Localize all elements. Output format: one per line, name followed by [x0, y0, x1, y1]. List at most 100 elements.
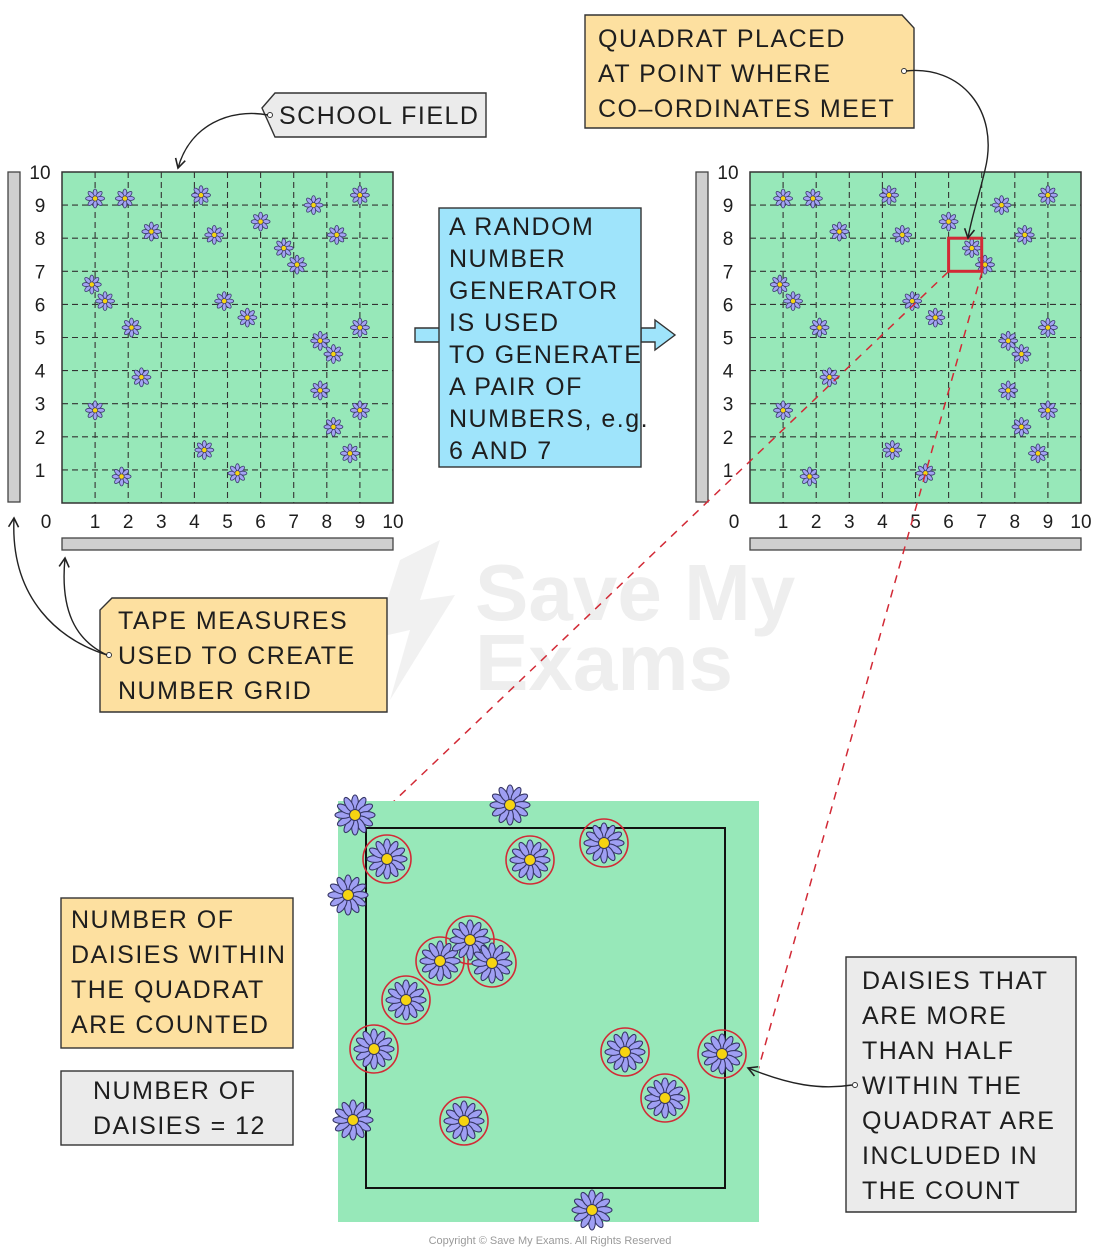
y-tick-label: 1	[723, 461, 734, 482]
y-tick-label: 4	[723, 362, 734, 383]
daisy	[114, 188, 135, 209]
x-tick-label: 5	[910, 512, 921, 533]
counted-line-4: ARE COUNTED	[71, 1011, 269, 1039]
generator-line-2: NUMBER	[449, 245, 566, 273]
quadrat-placed-label: QUADRAT PLACED AT POINT WHERE CO–ORDINAT…	[584, 14, 989, 240]
daisy	[204, 224, 225, 245]
x-tick-label: 7	[288, 512, 299, 533]
daisy	[991, 195, 1012, 216]
daisy	[998, 380, 1019, 401]
generator-line-8: 6 AND 7	[449, 437, 553, 465]
counted-daisy-ring	[467, 938, 517, 988]
generator-line-6: A PAIR OF	[449, 373, 583, 401]
counted-daisy-ring	[579, 818, 629, 868]
y-tick-label: 8	[723, 229, 734, 250]
y-tick-label: 2	[35, 428, 46, 449]
daisy	[310, 380, 331, 401]
process-arrow	[414, 318, 677, 352]
daisy	[273, 238, 294, 259]
daisy	[925, 307, 946, 328]
quadrat-placed-line-3: CO–ORDINATES MEET	[598, 95, 895, 123]
counted-daisy-ring	[349, 1024, 399, 1074]
x-tick-label: 4	[189, 512, 200, 533]
daisy	[95, 291, 115, 311]
generator-line-7: NUMBERS, e.g.	[449, 405, 649, 433]
daisy	[882, 440, 903, 460]
y-tick-label: 7	[723, 262, 734, 283]
half-line-7: THE COUNT	[862, 1177, 1021, 1205]
daisy	[349, 400, 370, 421]
counted-daisy-ring	[505, 835, 555, 885]
copyright-text: Copyright © Save My Exams. All Rights Re…	[429, 1235, 672, 1247]
tape-line-1: TAPE MEASURES	[118, 607, 348, 635]
vertical-tape-measure	[695, 171, 709, 503]
counted-daisy-ring	[381, 975, 431, 1025]
half-line-2: ARE MORE	[862, 1002, 1007, 1030]
y-tick-label: 9	[723, 196, 734, 217]
half-line-6: INCLUDED IN	[862, 1142, 1038, 1170]
watermark-line-1: Save My	[475, 548, 796, 637]
daisy	[915, 463, 936, 484]
x-tick-label: 0	[729, 512, 740, 533]
daisy	[773, 188, 793, 209]
tape-line-3: NUMBER GRID	[118, 677, 312, 705]
y-tick-label: 2	[723, 428, 734, 449]
total-line-2: DAISIES = 12	[93, 1112, 266, 1140]
watermark-line-2: Exams	[475, 618, 733, 707]
x-tick-label: 3	[156, 512, 167, 533]
random-generator-label: A RANDOM NUMBER GENERATOR IS USED TO GEN…	[438, 207, 649, 468]
daisy	[194, 440, 215, 460]
x-tick-label: 7	[976, 512, 987, 533]
half-line-4: WITHIN THE	[862, 1072, 1022, 1100]
x-tick-label: 9	[1043, 512, 1054, 533]
horizontal-tape-measure	[749, 537, 1082, 551]
watermark: Save My Exams	[375, 540, 796, 707]
y-tick-label: 3	[723, 395, 734, 416]
daisy	[879, 185, 899, 206]
quadrat-daisies	[327, 784, 747, 1231]
tape-measures-label: TAPE MEASURES USED TO CREATE NUMBER GRID	[7, 516, 388, 713]
daisy-total-label: NUMBER OF DAISIES = 12	[60, 1070, 294, 1146]
daisy	[809, 317, 830, 338]
x-tick-label: 6	[255, 512, 266, 533]
daisy	[237, 307, 258, 328]
x-tick-label: 10	[1070, 512, 1091, 533]
quadrat-placed-line-1: QUADRAT PLACED	[598, 25, 846, 53]
daisy	[227, 463, 248, 484]
counted-line-1: NUMBER OF	[71, 906, 235, 934]
daisy	[892, 224, 913, 245]
quadrat-frame	[365, 827, 726, 1189]
daisy	[829, 221, 850, 242]
daisy	[1028, 443, 1048, 464]
y-tick-label: 10	[717, 163, 738, 184]
y-tick-label: 3	[35, 395, 46, 416]
daisy	[349, 317, 370, 338]
daisy	[1038, 400, 1058, 421]
counted-line-3: THE QUADRAT	[71, 976, 265, 1004]
x-tick-label: 1	[778, 512, 789, 533]
generator-line-3: GENERATOR	[449, 277, 619, 305]
counted-daisy-ring	[439, 1096, 489, 1146]
x-tick-label: 4	[877, 512, 888, 533]
counted-daisy-ring	[362, 834, 412, 884]
daisy	[121, 317, 142, 338]
x-tick-label: 8	[322, 512, 333, 533]
x-tick-label: 8	[1010, 512, 1021, 533]
daisy	[1038, 185, 1058, 206]
y-tick-label: 6	[35, 295, 46, 316]
daisy	[819, 367, 840, 388]
daisy	[111, 466, 132, 487]
daisy	[85, 188, 105, 209]
daisy	[191, 185, 211, 206]
daisy	[287, 254, 307, 275]
daisy	[250, 211, 271, 232]
total-line-1: NUMBER OF	[93, 1077, 257, 1105]
daisy	[214, 291, 235, 311]
daisy	[340, 443, 360, 464]
x-tick-label: 1	[90, 512, 101, 533]
more-than-half-label: DAISIES THAT ARE MORE THAN HALF WITHIN T…	[746, 956, 1077, 1213]
generator-line-1: A RANDOM	[449, 213, 594, 241]
daisy	[303, 195, 324, 216]
